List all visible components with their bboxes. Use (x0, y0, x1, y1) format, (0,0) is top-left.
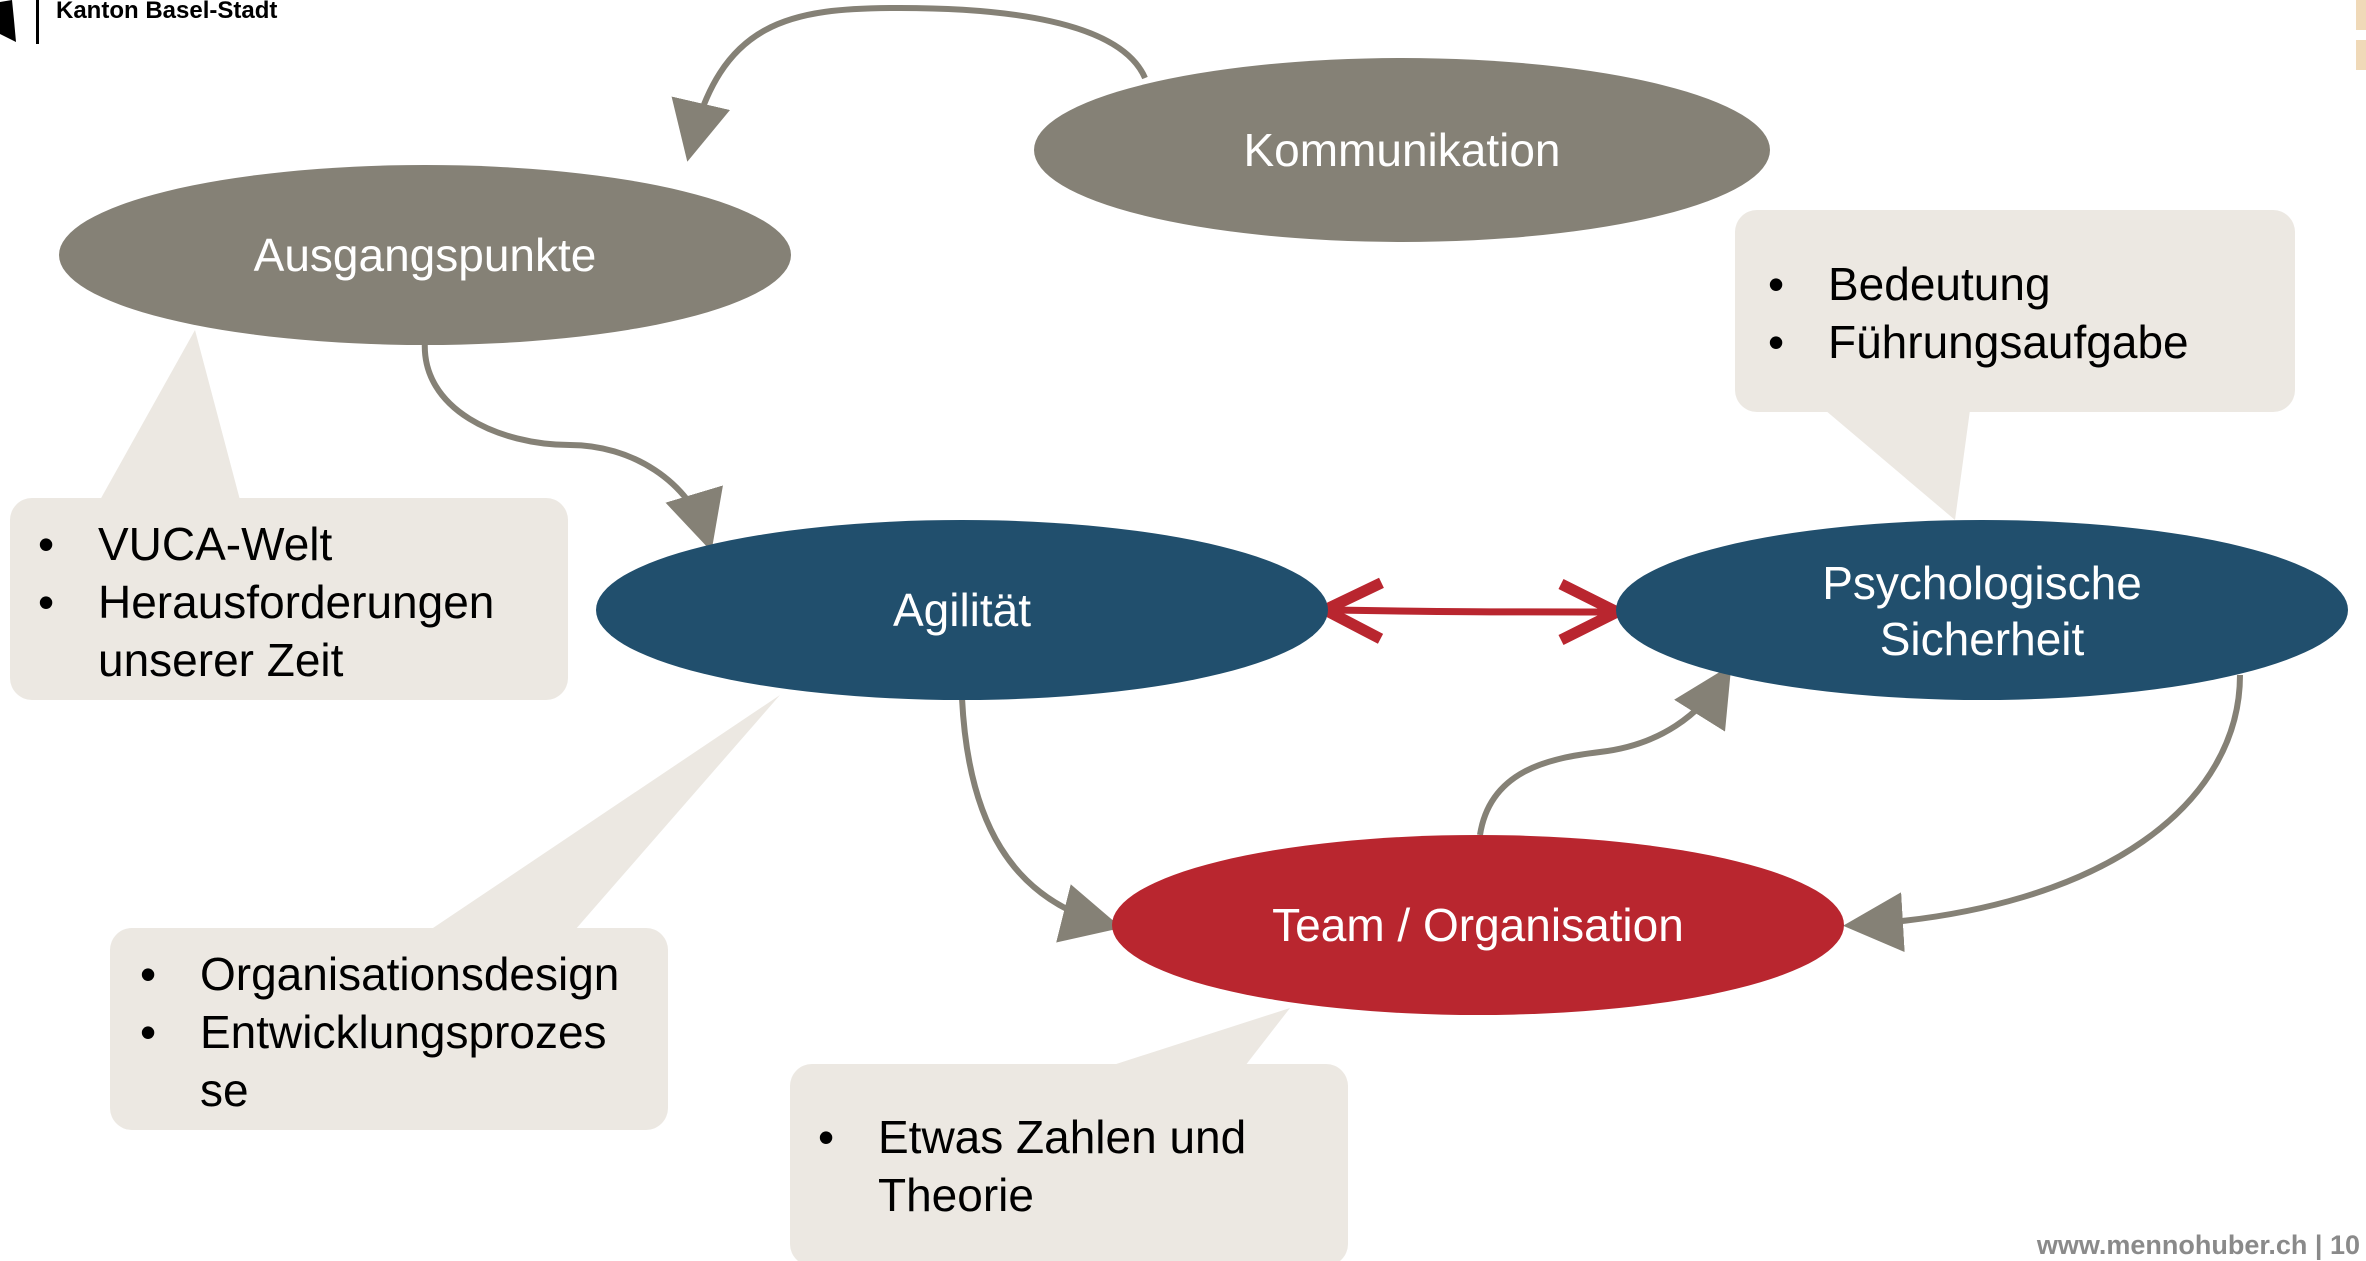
footer-url-page: www.mennohuber.ch | 10 (2036, 1230, 2360, 1260)
callout-agilitaet-list: Organisationsdesign Entwicklungsprozes s… (112, 945, 662, 1119)
node-ausgangspunkte (59, 165, 791, 345)
arrow-agilitaet-psych-bidirectional (1332, 610, 1610, 612)
callout-item: Etwas Zahlen und Theorie (790, 1108, 1298, 1224)
node-psychologische-sicherheit (1616, 520, 2348, 700)
basel-stadt-logo (0, 0, 39, 44)
callout-item: Führungsaufgabe (1740, 313, 2290, 371)
corner-decoration (2356, 0, 2366, 70)
node-kommunikation (1034, 58, 1770, 242)
arrow-ausgangspunkte-to-agilitaet (421, 339, 723, 552)
callout-item: Bedeutung (1740, 255, 2290, 313)
node-agilitaet-label: Agilität (892, 584, 1032, 636)
callout-item: Organisationsdesign (112, 945, 662, 1003)
arrow-team-to-psych (1477, 664, 1732, 836)
callout-item: VUCA-Welt (10, 515, 560, 573)
callout-item: Entwicklungsprozes se (112, 1003, 630, 1119)
node-ausgangspunkte-label: Ausgangspunkte (253, 229, 597, 281)
callout-item: Herausforderungen unserer Zeit (10, 573, 558, 689)
node-kommunikation-label: Kommunikation (1243, 124, 1561, 176)
callout-psych-list: Bedeutung Führungsaufgabe (1740, 255, 2290, 371)
node-agilitaet (596, 520, 1328, 700)
arrow-kommunikation-to-ausgangspunkte (671, 4, 1148, 162)
arrow-agilitaet-to-team (959, 697, 1122, 943)
node-psych-label-line2: Sicherheit (1879, 613, 2085, 665)
header-org-name: Kanton Basel-Stadt (56, 0, 278, 24)
node-team-label: Team / Organisation (1272, 899, 1684, 951)
callout-team-list: Etwas Zahlen und Theorie (790, 1108, 1340, 1224)
node-psych-label-line1: Psychologische (1822, 557, 2142, 609)
arrow-psych-to-team (1843, 674, 2243, 953)
node-team-organisation (1112, 835, 1844, 1015)
callout-ausgangspunkte-list: VUCA-Welt Herausforderungen unserer Zeit (10, 515, 560, 689)
